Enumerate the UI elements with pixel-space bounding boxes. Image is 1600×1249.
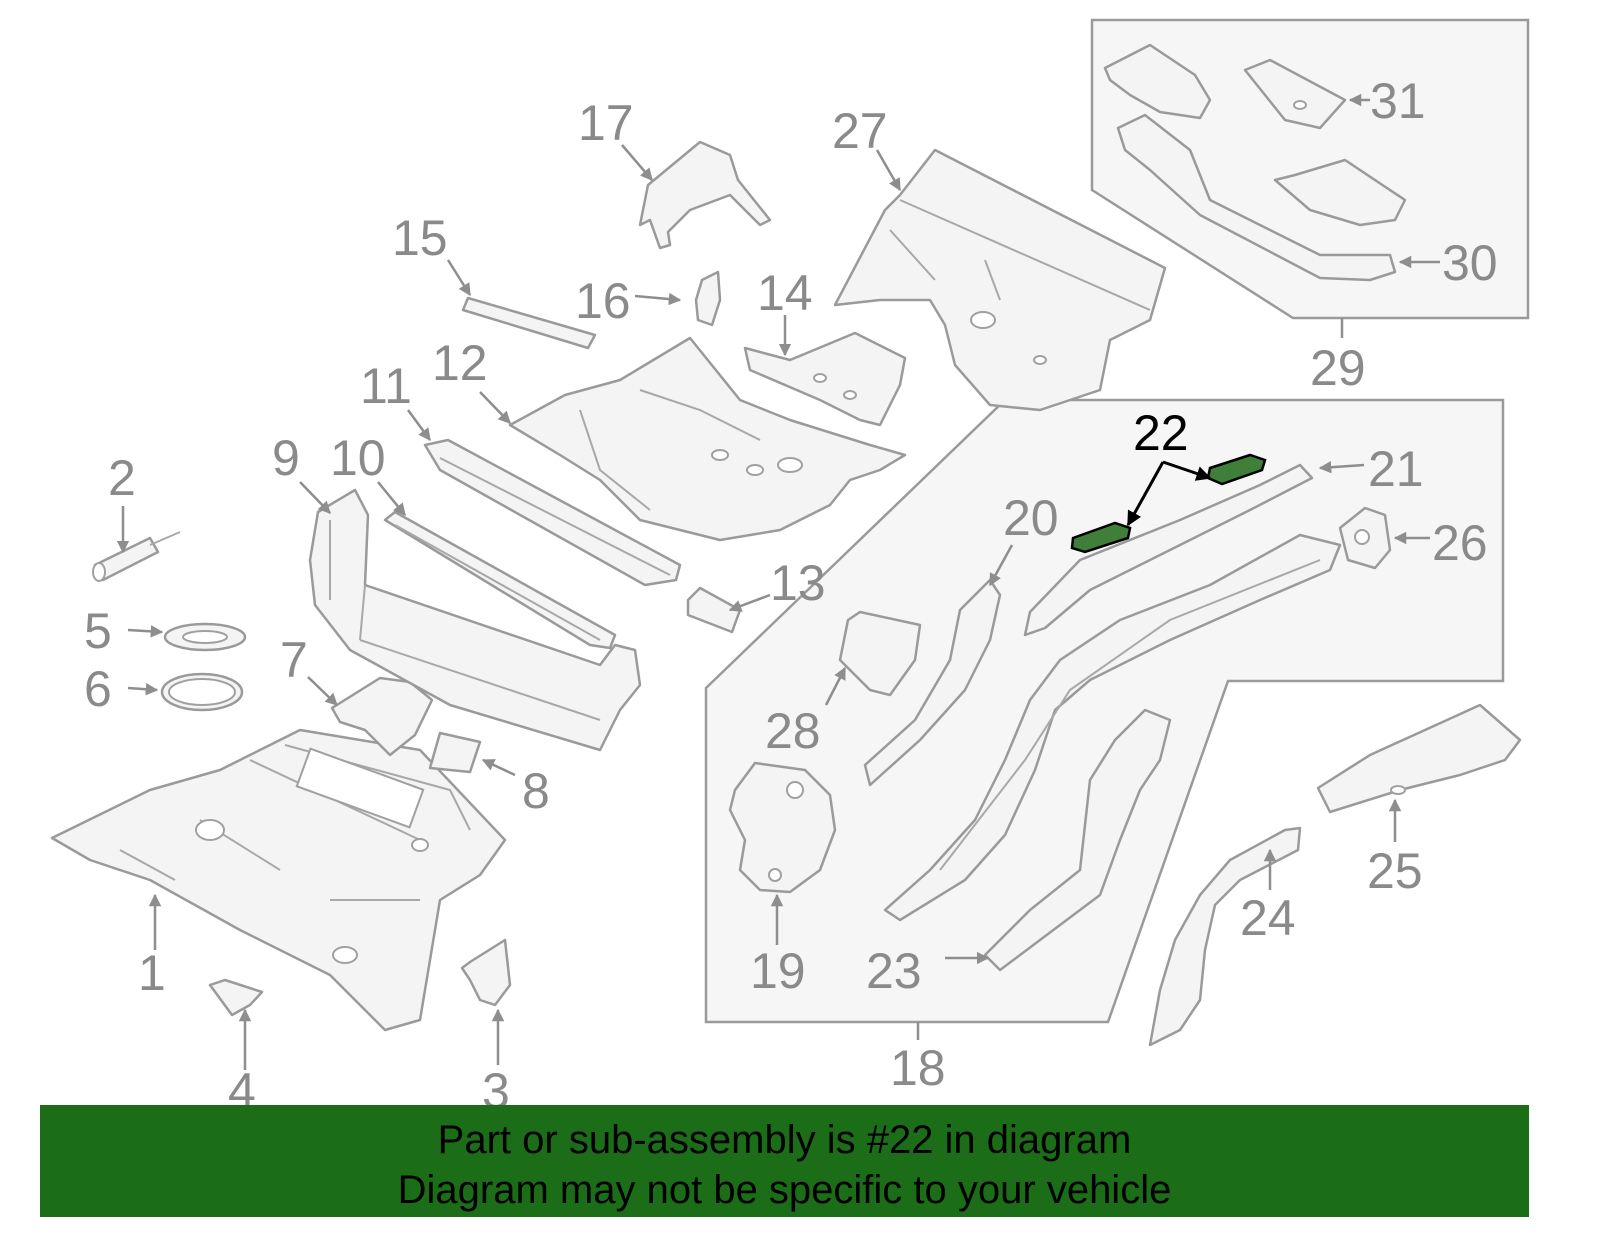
callout-16: 16 xyxy=(575,273,631,329)
part-20-rail xyxy=(863,578,1002,787)
callout-20: 20 xyxy=(1003,490,1059,546)
callout-19: 19 xyxy=(750,943,806,999)
callout-31: 31 xyxy=(1370,73,1426,129)
callout-6: 6 xyxy=(84,661,112,717)
part-31-plate xyxy=(1243,58,1347,130)
callout-30: 30 xyxy=(1442,235,1498,291)
callout-5: 5 xyxy=(84,603,112,659)
callout-28: 28 xyxy=(765,703,821,759)
callout-8: 8 xyxy=(522,763,550,819)
part-23-side-rail xyxy=(883,533,1342,922)
part-14-support xyxy=(743,331,907,427)
callout-12: 12 xyxy=(432,335,488,391)
part-19-bracket xyxy=(728,761,837,894)
info-banner: Part or sub-assembly is #22 in diagram D… xyxy=(40,1105,1529,1217)
part-27-rear-panel xyxy=(833,148,1167,412)
callout-17: 17 xyxy=(578,95,634,151)
callout-21: 21 xyxy=(1368,441,1424,497)
banner-line-2: Diagram may not be specific to your vehi… xyxy=(397,1168,1172,1212)
callout-22: 22 xyxy=(1133,405,1189,461)
part-30-reinforcement xyxy=(1116,113,1397,282)
callout-15: 15 xyxy=(392,210,448,266)
leader-lines xyxy=(116,93,1440,1070)
part-15-strip xyxy=(461,296,597,350)
callout-11: 11 xyxy=(360,358,412,414)
part-1-rear-floor-pan xyxy=(50,728,507,1032)
part-7-bracket xyxy=(330,676,434,757)
part-9-crossmember xyxy=(308,488,642,752)
part-28-bracket xyxy=(838,610,922,697)
callout-18: 18 xyxy=(890,1040,946,1096)
part-16-clip xyxy=(694,270,722,327)
banner-line-1: Part or sub-assembly is #22 in diagram xyxy=(437,1118,1132,1162)
part-21-rail xyxy=(1023,463,1314,637)
callout-27: 27 xyxy=(832,103,888,159)
part-8-plate xyxy=(428,731,482,774)
part-26-bracket xyxy=(1338,506,1392,570)
part-22-highlighted xyxy=(1070,453,1267,554)
part-24-rail xyxy=(1148,826,1302,1047)
part-17-bracket xyxy=(638,140,772,250)
callout-13: 13 xyxy=(770,555,826,611)
callout-29: 29 xyxy=(1310,340,1366,396)
callout-14: 14 xyxy=(757,265,813,321)
part-5-grommet xyxy=(163,622,247,652)
part-23-lower-rail xyxy=(983,708,1172,972)
part-13-bracket xyxy=(686,586,742,634)
part-12-floor-section xyxy=(508,336,907,542)
callout-26: 26 xyxy=(1432,515,1488,571)
part-4-cap xyxy=(208,978,264,1017)
part-29-upper-bracket xyxy=(1103,43,1212,120)
part-29-lower-bracket xyxy=(1273,158,1407,227)
callout-labels: 1 2 3 4 5 6 7 8 9 10 11 12 13 14 15 16 1… xyxy=(84,73,1498,1119)
callout-9: 9 xyxy=(272,430,300,486)
callout-10: 10 xyxy=(330,430,386,486)
callout-2: 2 xyxy=(108,450,136,506)
part-2-bolt xyxy=(92,531,181,582)
callout-1: 1 xyxy=(138,945,166,1001)
part-3-bracket xyxy=(460,938,512,1007)
callout-25: 25 xyxy=(1367,843,1423,899)
part-6-seal-ring xyxy=(160,672,244,712)
callout-7: 7 xyxy=(280,632,308,688)
part-11-rail xyxy=(423,438,682,587)
callout-23: 23 xyxy=(866,943,922,999)
part-25-crossmember xyxy=(1316,703,1522,814)
callout-24: 24 xyxy=(1240,890,1296,946)
